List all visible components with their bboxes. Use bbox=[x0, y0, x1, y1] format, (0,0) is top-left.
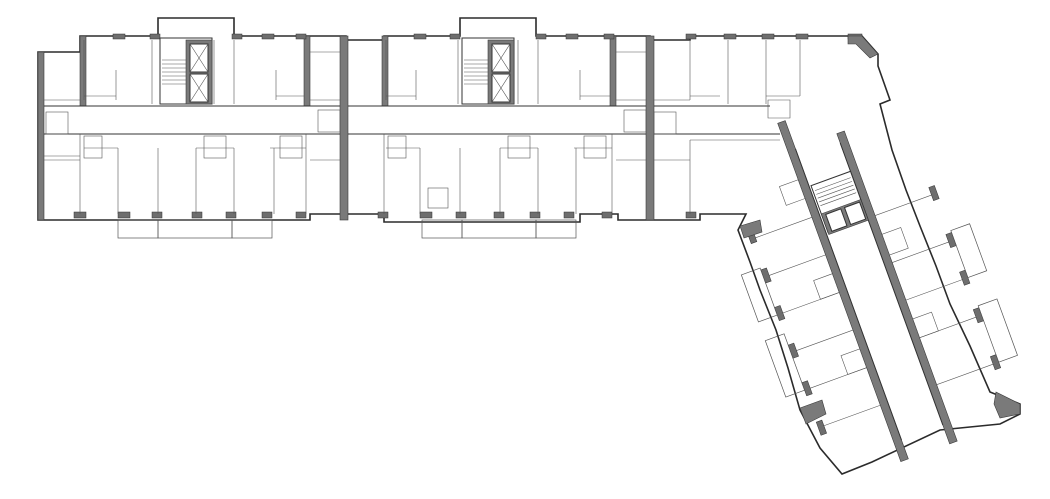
partitions-block-3 bbox=[654, 40, 801, 214]
west-wing bbox=[37, 17, 1021, 475]
partitions-block-2 bbox=[383, 40, 646, 214]
partitions-block-1 bbox=[44, 40, 340, 214]
se-corner-wall bbox=[993, 391, 1021, 419]
bathrooms-west bbox=[45, 109, 677, 209]
ne-corner-wall bbox=[847, 35, 879, 59]
corridor-block-1 bbox=[44, 105, 340, 135]
north-facade-piers bbox=[112, 33, 863, 40]
west-wall bbox=[37, 51, 45, 221]
south-facade-piers bbox=[73, 211, 697, 219]
south-balconies bbox=[117, 219, 577, 239]
core-east bbox=[810, 170, 869, 235]
east-wing bbox=[740, 120, 1018, 463]
corridor-block-2 bbox=[348, 105, 646, 135]
core-block-1 bbox=[159, 37, 213, 105]
core-block-2 bbox=[461, 37, 515, 105]
